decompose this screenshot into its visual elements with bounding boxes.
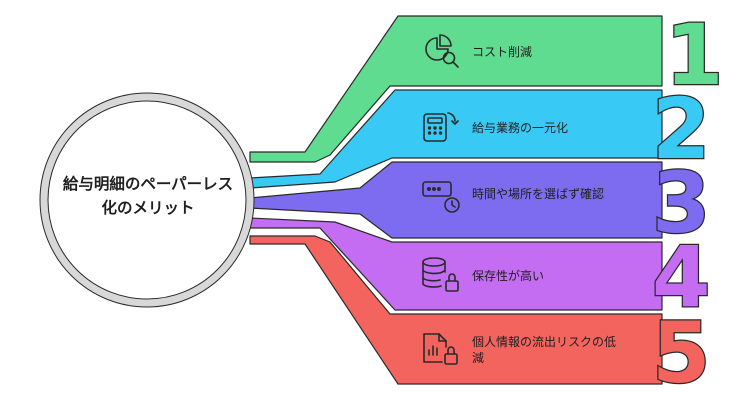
number-1: 1: [665, 6, 723, 104]
benefit-label-5: 個人情報の流出リスクの低減: [472, 335, 617, 365]
hub-circle: [39, 92, 255, 308]
number-4: 4: [652, 228, 710, 326]
benefit-label-4: 保存性が高い: [472, 269, 545, 283]
benefit-label-3: 時間や場所を選ばず確認: [472, 187, 605, 201]
pie-chart-search-icon: [425, 34, 459, 68]
number-2: 2: [652, 80, 710, 178]
benefit-band-2: [249, 89, 663, 189]
benefit-band-5: [249, 235, 663, 385]
number-3: 3: [652, 154, 710, 252]
hub-title: 給与明細のペーパーレス化のメリット: [62, 175, 234, 217]
database-lock-icon: [422, 257, 459, 292]
document-chart-lock-icon: [423, 333, 458, 365]
calculator-refresh-icon: [423, 112, 459, 142]
benefit-band-4: [249, 217, 663, 311]
benefit-label-2: 給与業務の一元化: [472, 121, 569, 135]
password-clock-icon: [422, 181, 460, 213]
benefit-label-1: コスト削減: [472, 45, 533, 59]
number-5: 5: [652, 304, 710, 402]
benefit-band-1: [249, 15, 663, 163]
